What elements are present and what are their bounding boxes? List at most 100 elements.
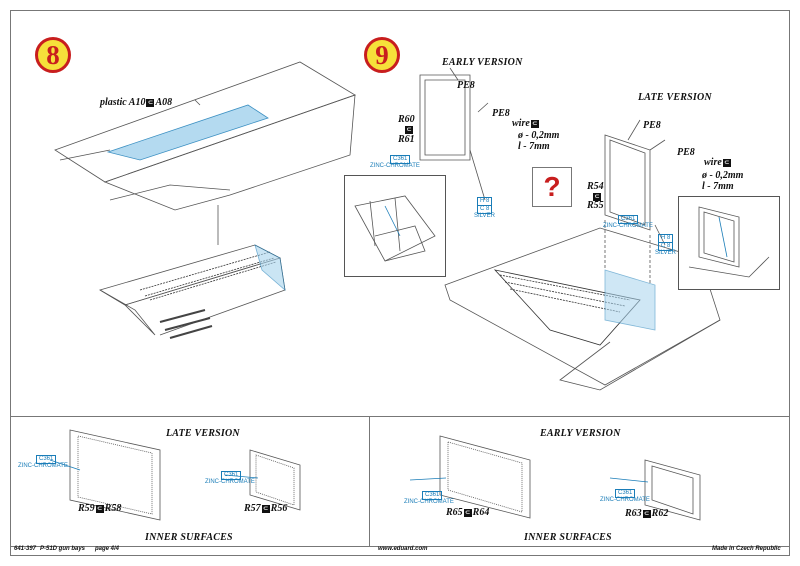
gun-bay-side	[99, 289, 156, 336]
late-panel1-icon: ⊂	[95, 504, 104, 513]
early-panel-1	[439, 435, 531, 519]
section-divider	[10, 416, 790, 417]
late-frame-installed	[604, 269, 656, 331]
late-color-code: C361	[618, 215, 639, 224]
late-panel-1-inner	[77, 435, 153, 515]
early-panel2-part-b: R62	[651, 508, 669, 519]
gun-bay-large	[493, 269, 641, 346]
late-panel1-color-code: C361	[36, 455, 57, 464]
early-panel1-color-code: C361	[422, 491, 443, 500]
early-part-b: R61	[398, 134, 415, 145]
early-connect-icon: ⊂	[405, 125, 413, 134]
late-panel2-color-code: C361	[221, 471, 242, 480]
footer-title: P-51D gun bays	[40, 546, 86, 552]
early-color-name: ZINC-CHROMATE	[370, 163, 420, 169]
late-version-title: LATE VERSION	[166, 428, 240, 439]
late-panel-2	[249, 449, 301, 511]
early-frame	[419, 74, 471, 161]
early-detail-art	[354, 195, 436, 262]
early-pe-top: PE8	[457, 80, 475, 91]
late-frame-inner	[609, 139, 646, 226]
late-panel1-parts: R59⊂R58	[78, 503, 121, 514]
footer-page: page 4/4	[95, 546, 120, 552]
early-panel2-icon: ⊂	[642, 509, 651, 518]
early-version-label: EARLY VERSION	[442, 57, 523, 68]
plastic-insert-highlight	[106, 104, 269, 161]
wing-panel-line	[109, 184, 231, 201]
late-wire-icon: ⊂	[722, 158, 731, 167]
early-panel2-part-a: R63	[625, 508, 642, 519]
late-wire-text: wire	[704, 157, 722, 168]
late-panel2-part-a: R57	[244, 503, 261, 514]
early-color-name-2: SILVER	[474, 213, 495, 219]
late-inner-surfaces: INNER SURFACES	[145, 532, 233, 543]
step-9-badge: 9	[364, 37, 400, 73]
gun-barrels	[159, 309, 213, 339]
early-version-title: EARLY VERSION	[540, 428, 621, 439]
late-wire-len: l - 7mm	[702, 181, 734, 192]
early-inner-surfaces: INNER SURFACES	[524, 532, 612, 543]
plastic-label-text: plastic A10	[100, 97, 146, 108]
late-panel1-part-b: R58	[104, 503, 122, 514]
early-wire-icon: ⊂	[530, 119, 539, 128]
late-part-b: R55	[587, 200, 604, 211]
early-panel2-color-code: C361	[615, 489, 636, 498]
sheet-frame	[10, 10, 790, 556]
late-version-label: LATE VERSION	[638, 92, 712, 103]
gun-bay-highlight	[254, 244, 286, 292]
color-leaders	[49, 459, 649, 483]
late-panel-2-inner	[255, 454, 295, 506]
plastic-label: plastic A10⊂A08	[100, 97, 172, 108]
early-color-code: C361	[390, 155, 411, 164]
late-panel1-color-name: ZINC-CHROMATE	[18, 463, 68, 469]
footer-made-in: Made in Czech Republic	[712, 546, 781, 552]
early-panel-2	[644, 459, 701, 521]
early-panel-1-inner	[447, 441, 523, 513]
early-panel1-parts: R65⊂R64	[446, 507, 489, 518]
late-detail-art	[688, 206, 770, 278]
footer-url: www.eduard.com	[378, 546, 428, 552]
bottom-divider	[369, 416, 370, 546]
late-wire-label: wire⊂	[704, 157, 732, 168]
late-panel2-icon: ⊂	[261, 504, 270, 513]
pe-leaders	[449, 67, 666, 151]
late-pe-top: PE8	[643, 120, 661, 131]
early-wire	[469, 149, 486, 201]
late-panel2-parts: R57⊂R56	[244, 503, 287, 514]
ammo-belts-large	[499, 274, 631, 313]
footer-code: 641-397	[14, 546, 37, 552]
early-panel2-parts: R63⊂R62	[625, 508, 668, 519]
early-pe-right: PE8	[492, 108, 510, 119]
late-wire-dia: ø - 0,2mm	[702, 170, 744, 181]
early-wire-dia: ø - 0,2mm	[518, 130, 560, 141]
early-panel1-part-b: R64	[472, 507, 490, 518]
question-mark-box: ?	[532, 167, 572, 207]
connect-icon: ⊂	[146, 98, 155, 107]
late-color-code-3: C 8	[658, 242, 674, 251]
plastic-part: A08	[155, 97, 173, 108]
late-connect-icon: ⊂	[593, 192, 601, 201]
wing-tick	[194, 99, 201, 106]
early-panel1-color-name: ZINC-CHROMATE	[404, 499, 454, 505]
gun-bay-front	[124, 257, 286, 336]
late-frame-guides	[604, 220, 651, 285]
early-wire-len: l - 7mm	[518, 141, 550, 152]
early-wire-label: wire⊂	[512, 118, 540, 129]
footer-divider	[10, 546, 790, 547]
early-color-code-3: C 8	[477, 205, 493, 214]
late-wire	[654, 224, 666, 246]
step-8-badge: 8	[35, 37, 71, 73]
late-panel1-part-a: R59	[78, 503, 95, 514]
early-wire-text: wire	[512, 118, 530, 129]
late-panel2-part-b: R56	[270, 503, 288, 514]
wing-edge	[59, 149, 111, 161]
early-detail-inset	[344, 175, 446, 277]
early-frame-inner	[424, 79, 466, 156]
late-color-name: ZINC-CHROMATE	[603, 223, 653, 229]
early-panel1-icon: ⊂	[463, 508, 472, 517]
wing-lower-surface	[103, 94, 356, 211]
late-detail-inset	[678, 196, 780, 290]
late-frame	[604, 134, 651, 231]
early-part-a: R60	[398, 114, 415, 125]
